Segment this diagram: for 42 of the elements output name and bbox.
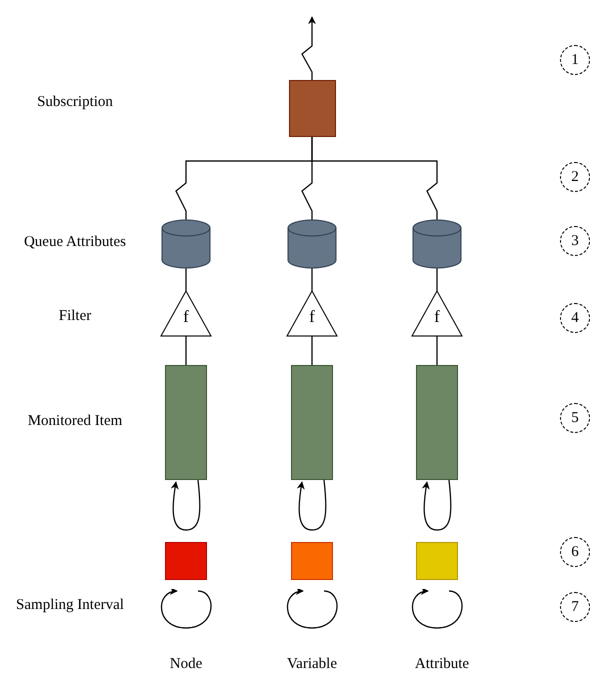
column-label: Node xyxy=(170,656,202,673)
connector-line xyxy=(296,480,326,531)
filter-triangle xyxy=(160,290,212,337)
connector-line xyxy=(311,268,313,291)
step-number-circle: 4 xyxy=(560,303,590,333)
filter-triangle xyxy=(411,290,463,337)
monitored-item-bar xyxy=(291,365,333,480)
connector-line xyxy=(436,268,438,291)
connector-line xyxy=(311,336,313,365)
filter-symbol: f xyxy=(433,307,441,327)
step-number-circle: 1 xyxy=(560,45,590,75)
connector-line xyxy=(185,268,187,291)
connector-line xyxy=(185,336,187,365)
step-number-circle: 5 xyxy=(560,403,590,433)
row-label: Subscription xyxy=(37,94,113,111)
step-number-circle: 3 xyxy=(560,226,590,256)
queue-cylinder xyxy=(412,219,462,269)
queue-cylinder xyxy=(287,219,337,269)
monitored-item-bar xyxy=(165,365,207,480)
filter-symbol: f xyxy=(182,307,190,327)
connector-line xyxy=(301,16,316,80)
filter-triangle xyxy=(286,290,338,337)
column-label: Attribute xyxy=(414,656,470,673)
row-label: Filter xyxy=(58,308,92,325)
sample-square xyxy=(165,542,207,580)
step-number-circle: 7 xyxy=(560,592,590,622)
column-label: Variable xyxy=(287,656,337,673)
subscription-block xyxy=(289,80,336,137)
monitored-item-bar xyxy=(416,365,458,480)
row-label: Queue Attributes xyxy=(24,234,126,251)
connector-line xyxy=(436,336,438,365)
row-label: Monitored Item xyxy=(28,413,122,430)
queue-cylinder xyxy=(161,219,211,269)
connector-line xyxy=(422,480,452,531)
connector-line xyxy=(170,480,200,531)
sample-square xyxy=(416,542,458,580)
sample-square xyxy=(291,542,333,580)
step-number-circle: 6 xyxy=(560,537,590,567)
filter-symbol: f xyxy=(308,307,316,327)
row-label: Sampling Interval xyxy=(16,597,124,614)
connector-line xyxy=(311,137,438,220)
step-number-circle: 2 xyxy=(560,162,590,192)
